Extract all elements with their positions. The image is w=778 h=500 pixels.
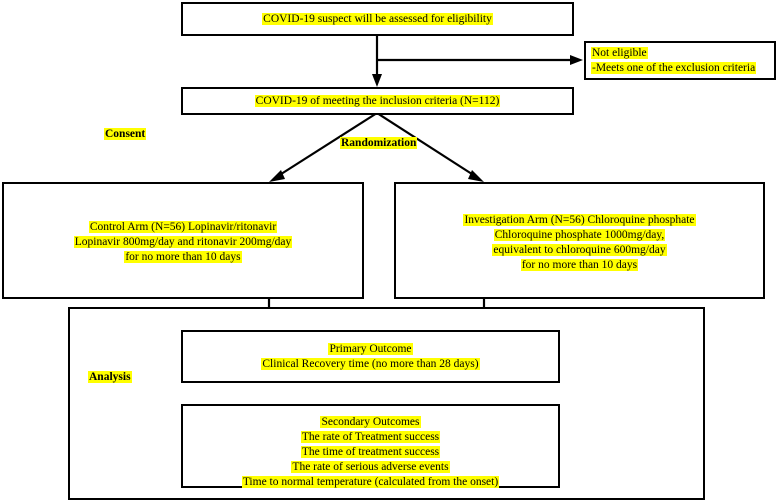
investigation-arm-line-3: equivalent to chloroquine 600mg/day — [492, 244, 667, 256]
arrowhead-randomization-left — [269, 170, 285, 182]
investigation-arm-line-1: Investigation Arm (N=56) Chloroquine pho… — [463, 214, 696, 226]
screening-box: COVID-19 suspect will be assessed for el… — [181, 2, 574, 36]
primary-outcome-line-1: Primary Outcome — [328, 343, 413, 355]
control-arm-line-3: for no more than 10 days — [124, 251, 242, 263]
secondary-outcomes-line-5: Time to normal temperature (calculated f… — [241, 476, 500, 488]
analysis-label: Analysis — [88, 371, 132, 383]
control-arm-line-1: Control Arm (N=56) Lopinavir/ritonavir — [88, 221, 278, 233]
not-eligible-box: Not eligible -Meets one of the exclusion… — [584, 41, 776, 80]
arrowhead-not-eligible — [570, 55, 583, 65]
secondary-outcomes-line-4: The rate of serious adverse events — [291, 461, 450, 473]
inclusion-criteria-box: COVID-19 of meeting the inclusion criter… — [181, 87, 574, 115]
primary-outcome-line-2: Clinical Recovery time (no more than 28 … — [261, 358, 480, 370]
screening-line-1: COVID-19 suspect will be assessed for el… — [262, 13, 493, 25]
control-arm-box: Control Arm (N=56) Lopinavir/ritonavir L… — [2, 182, 364, 299]
investigation-arm-box: Investigation Arm (N=56) Chloroquine pho… — [394, 182, 765, 299]
investigation-arm-line-4: for no more than 10 days — [520, 259, 639, 271]
not-eligible-line-2: -Meets one of the exclusion criteria — [591, 62, 757, 74]
arrowhead-randomization-right — [468, 170, 484, 182]
consent-label: Consent — [104, 128, 147, 140]
secondary-outcomes-line-2: The rate of Treatment success — [300, 431, 441, 443]
secondary-outcomes-box: Secondary Outcomes The rate of Treatment… — [181, 404, 560, 488]
control-arm-line-2: Lopinavir 800mg/day and ritonavir 200mg/… — [73, 236, 293, 248]
arrowhead-screening-to-inclusion — [372, 74, 382, 87]
secondary-outcomes-line-3: The time of treatment success — [300, 446, 441, 458]
investigation-arm-line-2: Chloroquine phosphate 1000mg/day, — [493, 229, 666, 241]
inclusion-line-1: COVID-19 of meeting the inclusion criter… — [254, 95, 501, 107]
primary-outcome-box: Primary Outcome Clinical Recovery time (… — [181, 330, 560, 383]
secondary-outcomes-line-1: Secondary Outcomes — [320, 416, 421, 428]
randomization-label: Randomization — [340, 137, 418, 149]
not-eligible-line-1: Not eligible — [591, 47, 648, 59]
